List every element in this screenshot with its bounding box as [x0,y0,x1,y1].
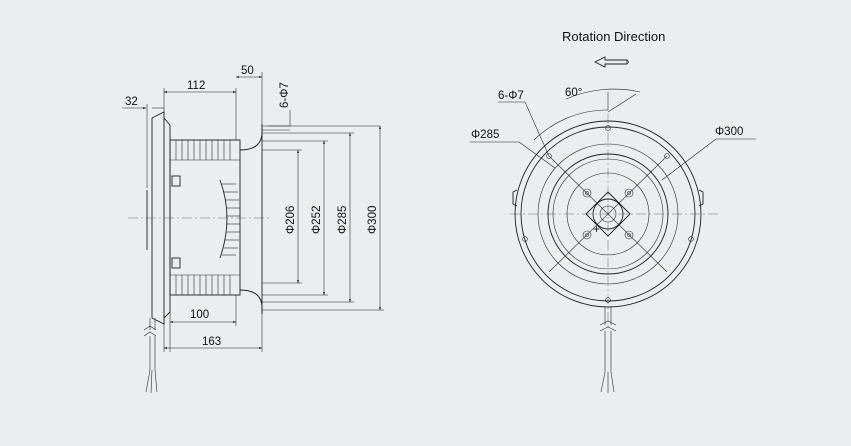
dim-d252-label: Φ252 [311,206,323,234]
dim-holes-label: 6-Φ7 [279,82,291,108]
dim-112-label: 112 [187,80,205,92]
front-d300-label: Φ300 [715,126,743,138]
front-view: Rotation Direction + [470,29,756,393]
dim-100-label: 100 [190,309,209,321]
rotation-arrow-icon [593,56,629,68]
dim-d300-label: Φ300 [367,206,379,234]
dim-32-label: 32 [125,96,138,108]
dim-50-label: 50 [241,65,254,77]
dim-d206-label: Φ206 [285,206,297,234]
rotation-direction-title: Rotation Direction [562,29,665,44]
angle-60-label: 60° [565,87,582,99]
dim-163-label: 163 [202,336,221,348]
outer-ring-300 [514,120,702,308]
hub-plus-mark: + [593,224,600,236]
front-holes-label: 6-Φ7 [498,90,524,102]
dim-d285-label: Φ285 [337,206,349,234]
side-view: 32 112 50 6-Φ7 Φ206 Φ252 Φ285 Φ300 [122,65,384,394]
front-d285-label: Φ285 [471,129,499,141]
